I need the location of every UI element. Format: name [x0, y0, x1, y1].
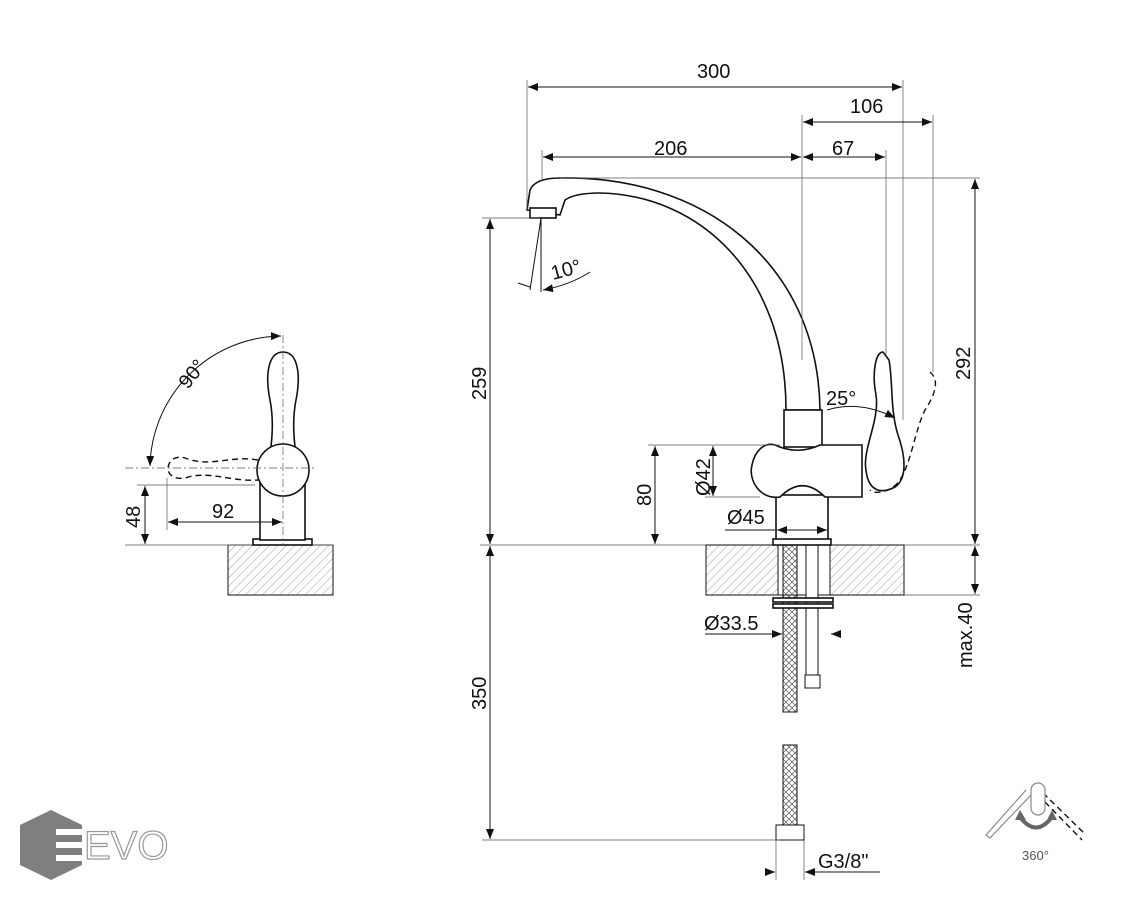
side-countertop [227, 544, 334, 596]
fixing-rod [805, 544, 819, 676]
collar [783, 409, 823, 448]
connection-label: G3/8" [818, 851, 868, 873]
handle-offset-label: 67 [832, 138, 854, 160]
rotation-360-icon: 360° [985, 782, 1087, 863]
body-height-label: 80 [634, 484, 656, 506]
lever-handle-open [869, 371, 937, 493]
supply-hose-end [782, 744, 798, 826]
side-reach-label: 92 [212, 501, 234, 523]
side-view: 90° 48 92 [123, 332, 334, 596]
spout [526, 177, 821, 411]
base-flange [772, 538, 832, 546]
max-thickness-label: max.40 [955, 602, 977, 668]
side-rotation-arc [146, 332, 282, 467]
spout-reach-label: 206 [654, 138, 687, 160]
spout-angle-label: 10° [549, 256, 584, 285]
hose-nut [775, 824, 805, 841]
valve-body [750, 443, 863, 498]
side-handle-rotated [167, 456, 259, 481]
supply-hose [782, 544, 798, 713]
rotation-arrow-icon [1018, 815, 1054, 830]
base-stem [775, 494, 829, 541]
front-view: 25° 300 106 206 67 292 259 350 80 Ø42 Ø4 [469, 61, 980, 880]
aerator [529, 207, 557, 219]
evo-logo: EVO [20, 810, 169, 880]
hole-diameter-label: Ø33.5 [704, 613, 758, 635]
body-diameter-label: Ø42 [693, 458, 715, 496]
side-height-label: 48 [123, 506, 145, 528]
total-reach-label: 300 [697, 61, 730, 83]
total-height-label: 292 [953, 347, 975, 380]
lever-handle [864, 351, 905, 492]
handle-reach-label: 106 [850, 96, 883, 118]
handle-angle-label: 25° [826, 388, 856, 410]
base-diameter-label: Ø45 [727, 507, 765, 529]
spout-height-label: 259 [469, 367, 491, 400]
rotation-label: 360° [1022, 848, 1049, 863]
logo-text: EVO [84, 824, 168, 868]
below-counter-label: 350 [469, 677, 491, 710]
fixing-nut [804, 674, 821, 689]
